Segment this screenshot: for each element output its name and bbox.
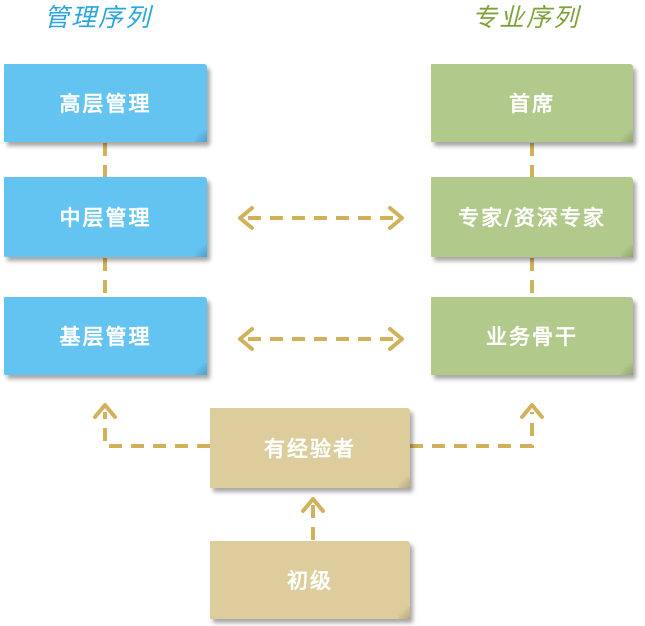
path-experienced-to-management <box>103 412 210 448</box>
arrowhead-left-junior <box>238 327 254 351</box>
professional-track-title: 专业序列 <box>472 3 581 32</box>
chief-label: 首席 <box>509 92 555 116</box>
senior-management-label: 高层管理 <box>59 92 152 116</box>
chief-box: 首席 <box>431 64 633 142</box>
entry-level-label: 初级 <box>287 569 333 593</box>
arrowhead-up-management <box>93 403 117 419</box>
path-experienced-to-professional <box>410 412 534 448</box>
management-track-title: 管理序列 <box>44 3 153 32</box>
middle-management-label: 中层管理 <box>59 206 152 230</box>
experienced-label: 有经验者 <box>264 437 356 461</box>
experienced-box: 有经验者 <box>210 408 410 488</box>
expert-label: 专家/资深专家 <box>458 206 606 230</box>
arrowhead-right-middle <box>388 206 404 230</box>
arrowhead-left-middle <box>238 206 254 230</box>
junior-management-box: 基层管理 <box>4 297 207 375</box>
backbone-box: 业务骨干 <box>431 297 633 375</box>
arrowhead-up-experienced <box>301 497 325 513</box>
senior-management-box: 高层管理 <box>4 64 207 142</box>
backbone-label: 业务骨干 <box>486 325 578 349</box>
expert-box: 专家/资深专家 <box>431 177 633 257</box>
middle-management-box: 中层管理 <box>4 177 207 257</box>
arrowhead-right-junior <box>388 327 404 351</box>
entry-level-box: 初级 <box>210 541 410 619</box>
arrowhead-up-professional <box>520 403 544 419</box>
junior-management-label: 基层管理 <box>59 325 152 349</box>
